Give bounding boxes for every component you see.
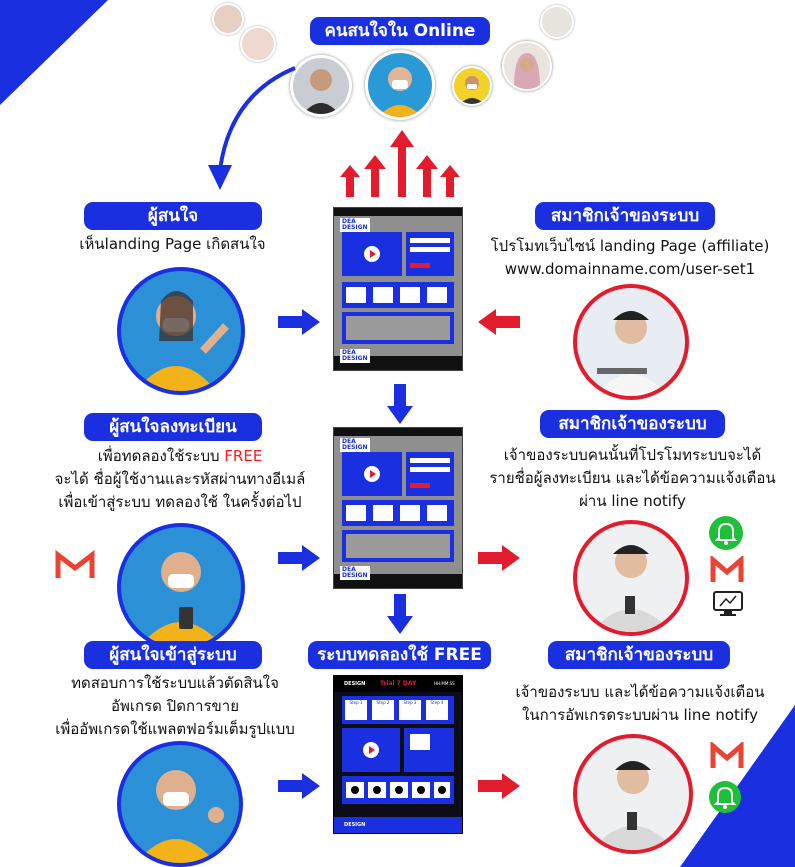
member1-avatar	[573, 284, 689, 400]
right-arrow-icon	[278, 309, 320, 335]
step1-desc: เห็นlanding Page เกิดสนใจ	[40, 233, 305, 256]
member3-title: สมาชิกเจ้าของระบบ	[548, 641, 730, 669]
avatar	[290, 55, 352, 117]
play-icon	[364, 466, 380, 482]
step3-line: ทดสอบการใช้ระบบแล้วตัดสินใจ	[71, 674, 279, 692]
free-highlight: FREE	[224, 447, 263, 465]
right-arrow-icon	[478, 773, 520, 799]
curved-arrow-icon	[208, 66, 296, 190]
member3-avatar	[573, 734, 693, 854]
step1-line: เห็นlanding Page เกิดสนใจ	[79, 235, 266, 253]
corner-decoration-bottom-right	[680, 705, 795, 867]
trial-step: Step 3	[399, 700, 421, 720]
member2-avatar	[573, 520, 689, 636]
member3-line: ในการอัพเกรดระบบผ่าน line notify	[522, 706, 758, 724]
gmail-icon	[710, 742, 744, 768]
play-icon	[364, 246, 380, 262]
step1-title: ผู้สนใจ	[84, 202, 262, 230]
down-arrow-icon	[387, 594, 413, 634]
member1-url: www.domainname.com/user-set1	[504, 260, 756, 278]
online-audience-title: คนสนใจใน Online	[310, 17, 490, 45]
dots	[346, 782, 450, 798]
step3-line: เพื่ออัพเกรดใช้แพลตฟอร์มเต็มรูปแบบ	[55, 720, 295, 738]
trial-logo: DESIGN	[344, 681, 366, 687]
trial-header-text: Trial 7 DAY	[380, 680, 417, 687]
corner-decoration-top-left	[0, 0, 108, 105]
line-bell-icon	[709, 516, 743, 550]
avatar	[452, 66, 492, 106]
trial-logo: DESIGN	[344, 822, 366, 828]
step2-title: ผู้สนใจลงทะเบียน	[84, 413, 262, 441]
line-bell-icon	[709, 781, 741, 813]
member2-line: ผ่าน line notify	[579, 492, 686, 510]
gmail-icon	[710, 556, 744, 582]
avatar	[365, 50, 435, 120]
step2-avatar	[117, 523, 245, 651]
step3-title: ผู้สนใจเข้าสู่ระบบ	[84, 641, 262, 669]
mockup-header	[334, 208, 462, 216]
step2-line-prefix: เพื่อทดลองใช้ระบบ	[97, 447, 225, 465]
mockup-header	[334, 428, 462, 436]
member2-line: รายชื่อผู้ลงทะเบียน และได้ข้อความแจ้งเตื…	[489, 469, 776, 487]
trial-step: Step 2	[372, 700, 394, 720]
trial-dashboard-mockup: DESIGN Trial 7 DAY HH:MM:SS Step 1 Step …	[333, 675, 463, 834]
right-arrow-icon	[278, 545, 320, 571]
member1-title: สมาชิกเจ้าของระบบ	[535, 202, 715, 230]
trial-header	[334, 676, 462, 692]
avatar	[212, 3, 244, 35]
step3-desc: ทดสอบการใช้ระบบแล้วตัดสินใจ อัพเกรด ปิดก…	[30, 672, 320, 741]
trial-title: ระบบทดลองใช้ FREE	[308, 641, 491, 669]
trial-step: Step 4	[426, 700, 448, 720]
avatar	[540, 5, 574, 39]
member2-line: เจ้าของระบบคนนั้นที่โปรโมทระบบจะได้	[503, 446, 762, 464]
member2-title: สมาชิกเจ้าของระบบ	[540, 410, 725, 438]
step2-line: เพื่อเข้าสู่ระบบ ทดลองใช้ ในครั้งต่อไป	[58, 493, 302, 511]
trial-time: HH:MM:SS	[434, 681, 455, 686]
spacer	[660, 0, 670, 10]
member2-desc: เจ้าของระบบคนนั้นที่โปรโมทระบบจะได้ รายช…	[470, 444, 795, 513]
play-icon	[363, 742, 379, 758]
right-arrow-icon	[278, 773, 320, 799]
member3-line: เจ้าของระบบ และได้ข้อความแจ้งเตือน	[515, 683, 765, 701]
monitor-icon	[713, 591, 743, 616]
member3-desc: เจ้าของระบบ และได้ข้อความแจ้งเตือน ในการ…	[480, 681, 795, 727]
right-arrow-icon	[478, 545, 520, 571]
step2-line: จะได้ ชื่อผู้ใช้งานและรหัสผ่านทางอีเมล์	[54, 470, 306, 488]
step2-line: เพื่อทดลองใช้ระบบ FREE	[35, 445, 325, 468]
member1-line: โปรโมทเว็บไซน์ landing Page (affiliate)	[490, 237, 770, 255]
gmail-icon	[55, 550, 95, 579]
down-arrow-icon	[387, 384, 413, 424]
left-arrow-icon	[478, 309, 520, 335]
member1-desc: โปรโมทเว็บไซน์ landing Page (affiliate) …	[470, 235, 790, 281]
trial-step: Step 1	[345, 700, 367, 720]
step3-line: อัพเกรด ปิดการขาย	[111, 697, 239, 715]
avatar	[502, 41, 552, 91]
step2-desc: เพื่อทดลองใช้ระบบ FREE จะได้ ชื่อผู้ใช้ง…	[35, 445, 325, 514]
up-arrow-icon	[340, 130, 460, 197]
avatar	[240, 26, 276, 62]
step3-avatar	[117, 741, 243, 867]
step1-avatar	[117, 267, 245, 395]
